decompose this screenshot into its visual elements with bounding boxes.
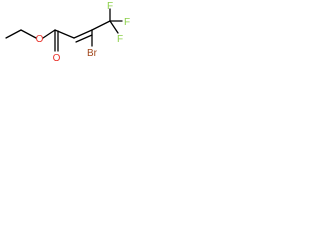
bond-c2-c3-double: [75, 34, 93, 43]
bromine-label: Br: [87, 48, 98, 59]
bond-c4-f-bottom: [109, 20, 119, 34]
fluorine-right-label: F: [124, 17, 130, 28]
fluorine-top-label: F: [107, 1, 113, 12]
bond-o-c1: [42, 29, 56, 39]
oxygen-ester-label: O: [36, 34, 44, 45]
skeletal-formula: O O Br F F F: [5, 1, 130, 64]
bond-c3-c4: [91, 20, 111, 31]
structure-canvas: O O Br F F F: [0, 0, 153, 106]
fluorine-bottom-label: F: [117, 34, 123, 45]
bond-ch2-o: [20, 29, 37, 39]
bond-c1-c2: [54, 29, 75, 39]
oxygen-carbonyl-label: O: [53, 53, 61, 64]
bond-c2-c3: [73, 29, 93, 39]
bond-ch3-ch2: [5, 29, 22, 39]
